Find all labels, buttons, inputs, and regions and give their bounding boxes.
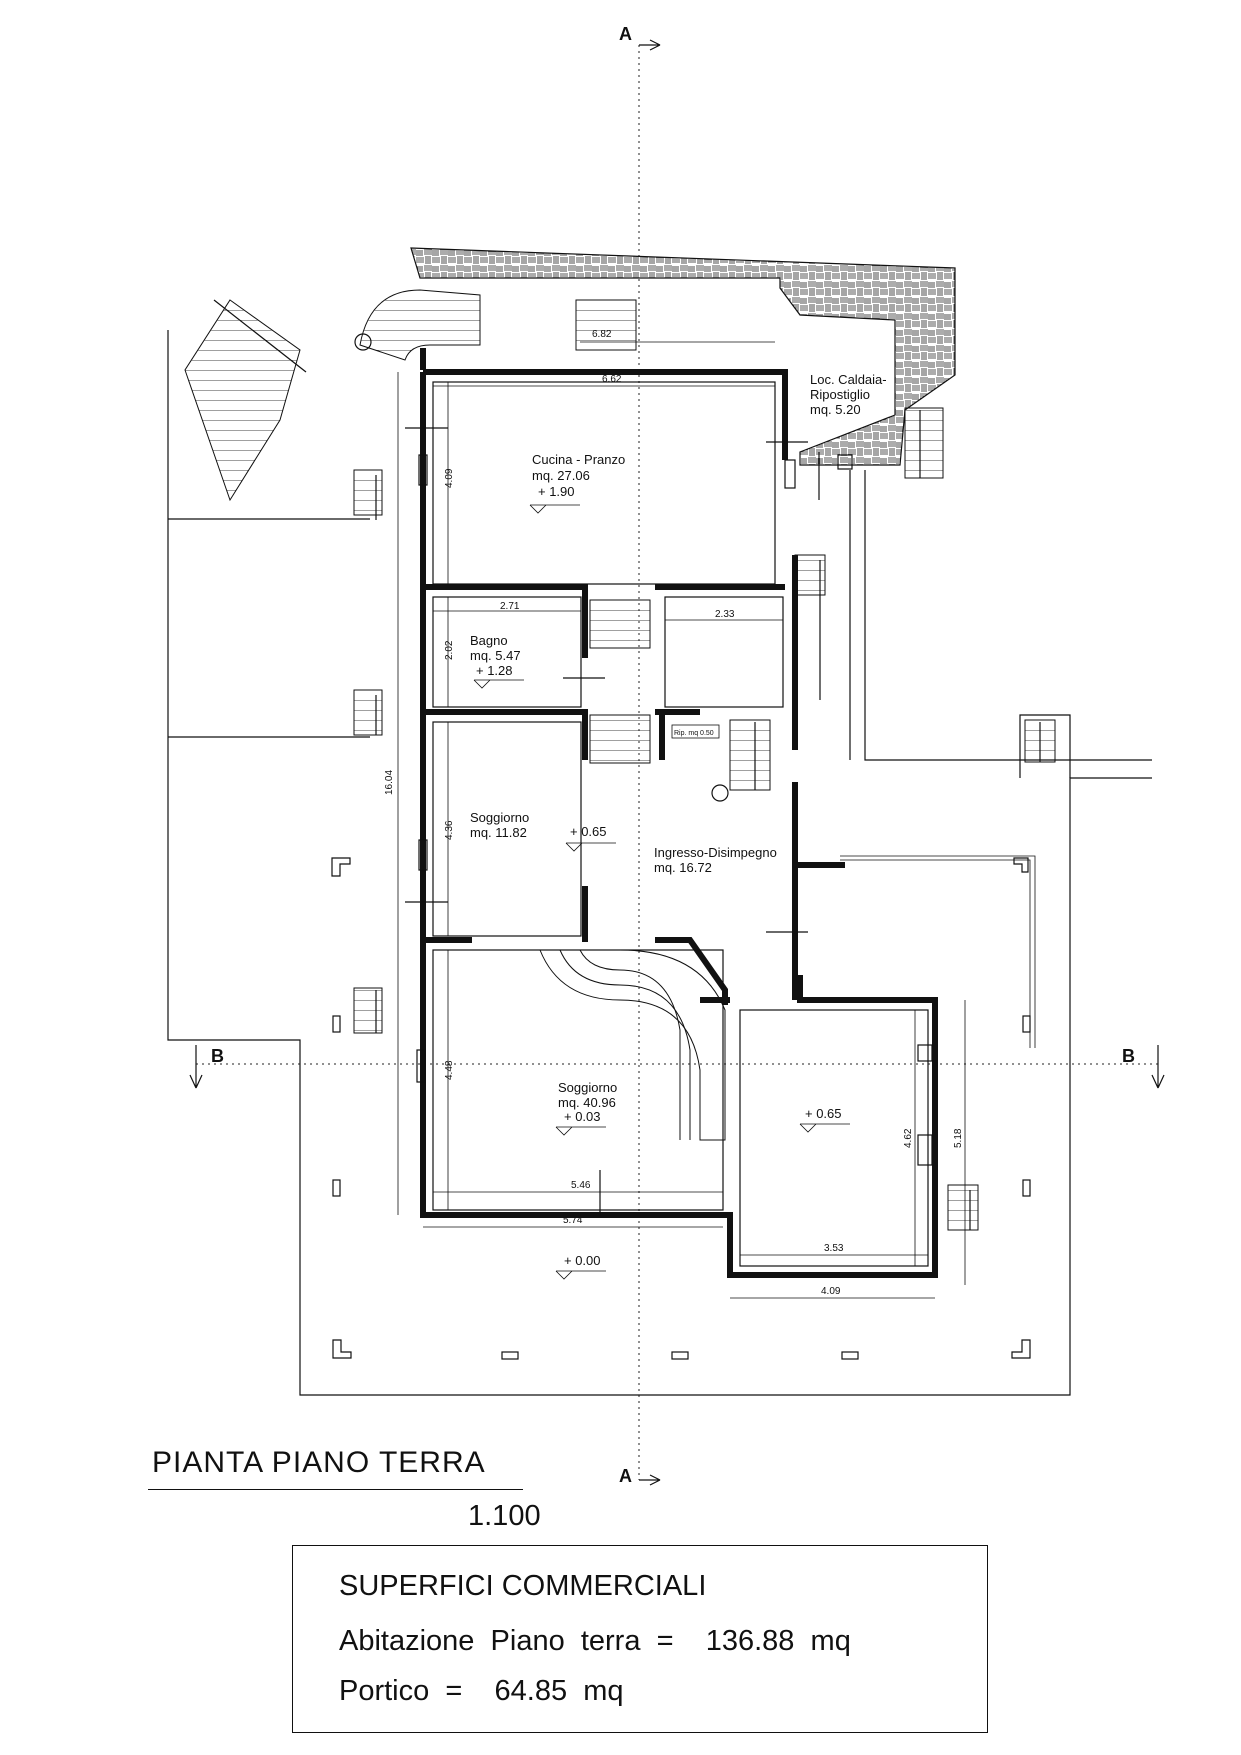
room-area-soggiorno-1: mq. 11.82 [470,825,527,840]
dim-soggiorno2-w-out: 5.74 [563,1215,583,1226]
dim-soggiorno2-h: 4.48 [444,1060,455,1080]
dimension-lines [397,341,966,1299]
section-label-a-top: A [619,24,632,44]
room-name-cucina: Cucina - Pranzo [532,452,625,467]
summary-abitazione: Abitazione Piano terra = 136.88 mq [339,1625,851,1657]
section-label-b-right: B [1122,1046,1135,1066]
room-level-cucina: + 1.90 [538,484,575,499]
exterior-walls [420,348,938,1278]
section-axis-b [189,1045,1165,1089]
dim-est-h-in: 4.62 [903,1128,914,1148]
terrace-hatch [410,247,956,466]
stairs [184,289,1056,1231]
section-axis-a [638,39,661,1486]
room-level-soggiorno-1: + 0.65 [570,824,607,839]
room-level-bagno: + 1.28 [476,663,513,678]
room-level-stanza-est: + 0.65 [805,1106,842,1121]
level-markers [473,504,850,1280]
windows [405,427,933,1215]
summary-portico: Portico = 64.85 mq [339,1675,624,1707]
drawing-title: PIANTA PIANO TERRA [152,1446,486,1479]
dim-room-233: 2.33 [715,609,735,620]
section-label-b-left: B [211,1046,224,1066]
room-level-soggiorno-2: + 0.03 [564,1109,601,1124]
dim-soggiorno2-w-in: 5.46 [571,1180,591,1191]
dim-total-h: 16.04 [384,770,395,795]
room-area-soggiorno-2: mq. 40.96 [558,1095,616,1110]
portico-pillars [331,857,1031,1360]
dim-cucina-w: 6.62 [602,374,622,385]
section-label-a-bottom: A [619,1466,632,1486]
room-name-ripostiglio: Rip. mq 0.50 [674,730,714,737]
room-name-soggiorno-1: Soggiorno [470,810,529,825]
room-name-caldaia-2: Ripostiglio [810,387,870,402]
dim-est-h-out: 5.18 [953,1128,964,1148]
room-name-ingresso: Ingresso-Disimpegno [654,845,777,860]
dim-est-w-in: 3.53 [824,1243,844,1254]
dim-bagno-w: 2.71 [500,601,520,612]
dim-est-w-out: 4.09 [821,1286,841,1297]
room-name-bagno: Bagno [470,633,508,648]
room-name-caldaia-1: Loc. Caldaia- [810,372,887,387]
room-area-ingresso: mq. 16.72 [654,860,712,875]
summary-box: SUPERFICI COMMERCIALI Abitazione Piano t… [292,1545,988,1733]
room-area-cucina: mq. 27.06 [532,468,590,483]
room-area-bagno: mq. 5.47 [470,648,521,663]
site-boundary [167,330,1152,1396]
room-area-caldaia: mq. 5.20 [810,402,861,417]
dim-bagno-h: 2.02 [444,640,455,660]
level-portico: + 0.00 [564,1253,601,1268]
dim-soggiorno1-h: 4.36 [444,820,455,840]
dim-top-stair: 6.82 [592,329,612,340]
drawing-scale: 1.100 [468,1500,541,1532]
dim-cucina-h: 4.09 [444,468,455,488]
interior-walls [423,584,845,1005]
room-name-soggiorno-2: Soggiorno [558,1080,617,1095]
title-underline [148,1489,523,1490]
summary-heading: SUPERFICI COMMERCIALI [339,1570,707,1602]
